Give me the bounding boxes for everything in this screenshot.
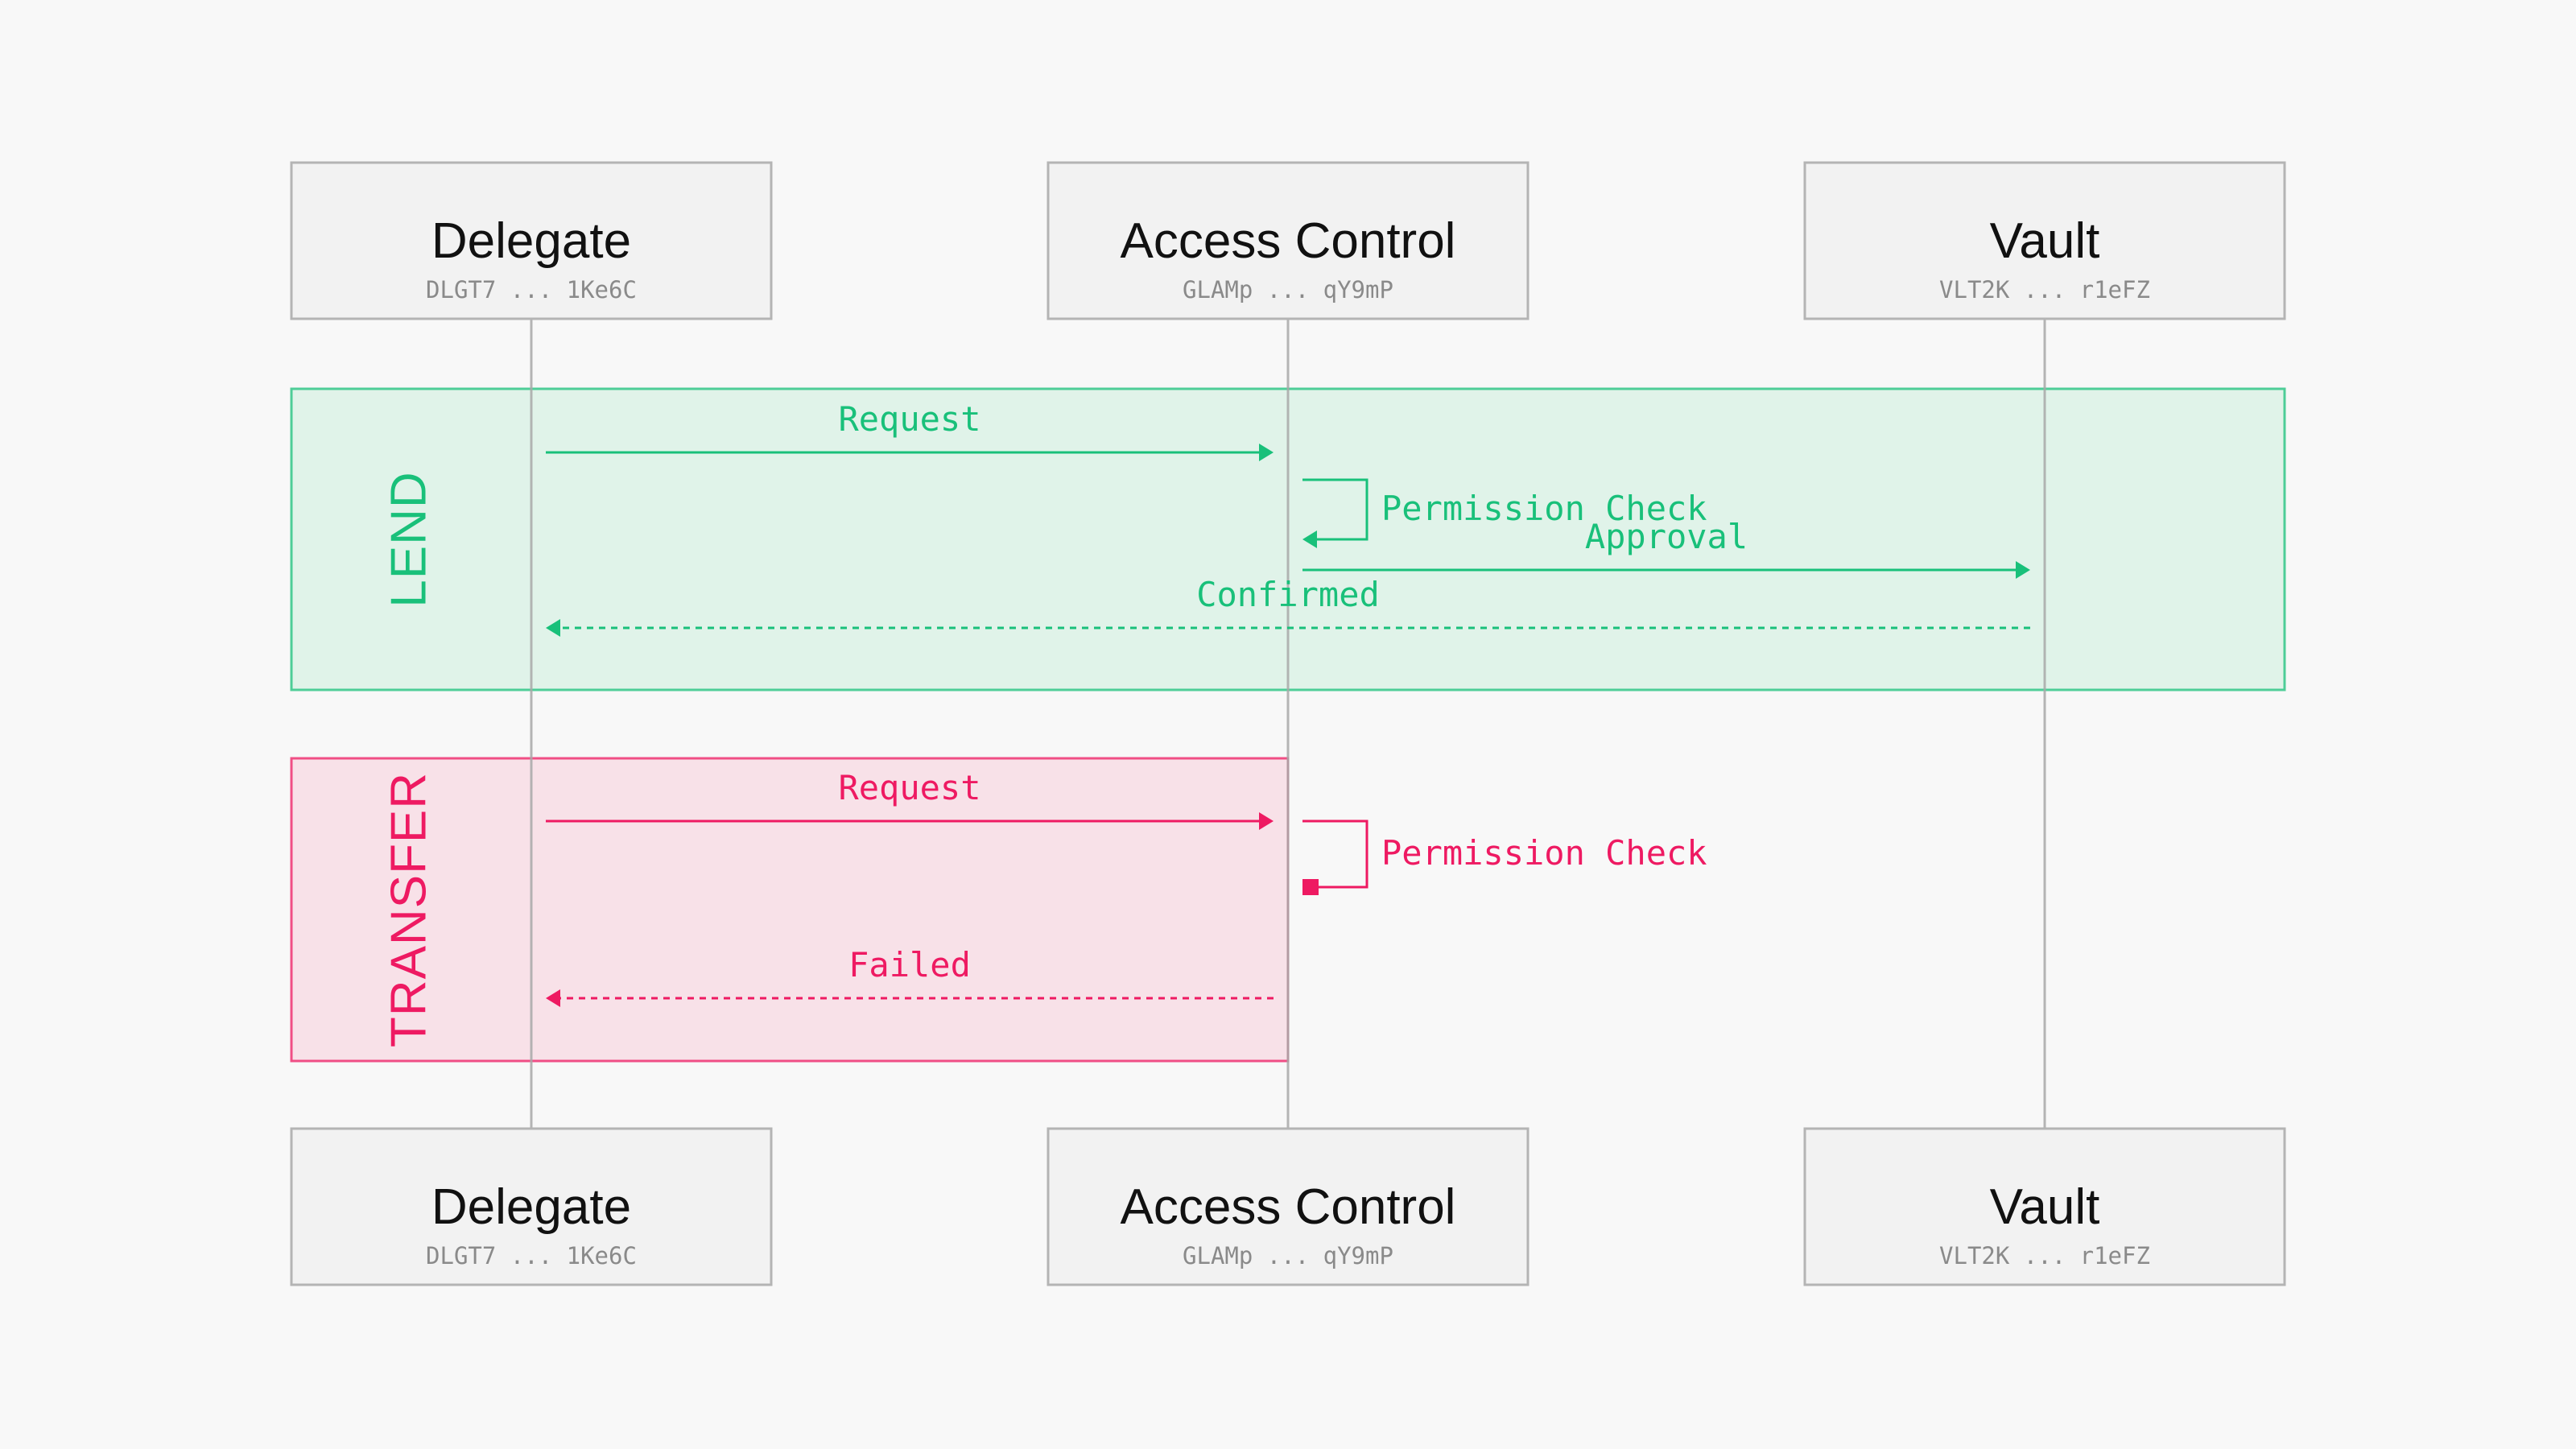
message-label: Failed: [848, 945, 971, 985]
message-label: Permission Check: [1381, 489, 1707, 528]
actor-address: VLT2K ... r1eFZ: [1939, 1242, 2150, 1269]
actor-name: Delegate: [431, 213, 631, 269]
message-lend-request: Request: [546, 399, 1274, 461]
actor-address: VLT2K ... r1eFZ: [1939, 276, 2150, 303]
actor-box: [1046, 161, 1530, 320]
message-label: Confirmed: [1196, 575, 1380, 614]
message-lend-confirmed: Confirmed: [546, 575, 2030, 637]
actor-address: DLGT7 ... 1Ke6C: [426, 276, 637, 303]
message-transfer-permission-check: Permission Check: [1302, 819, 1707, 895]
group-transfer-frame: [290, 757, 1290, 1063]
message-transfer-request: Request: [546, 768, 1274, 830]
self-loop-line: [1302, 478, 1368, 541]
actor-name: Vault: [1990, 213, 2100, 269]
actor-box: [1803, 161, 2286, 320]
arrow-head-icon: [546, 989, 560, 1007]
actor-box: [290, 161, 773, 320]
arrow-head-icon: [1302, 530, 1317, 548]
actor-address: GLAMp ... qY9mP: [1183, 1242, 1393, 1269]
actor-address: GLAMp ... qY9mP: [1183, 276, 1393, 303]
actor-box: [1046, 1127, 1530, 1286]
arrow-head-icon: [1259, 812, 1274, 830]
group-transfer-label: TRANSFER: [382, 772, 437, 1047]
message-lend-permission-check: Permission Check: [1302, 478, 1707, 548]
message-label: Approval: [1585, 517, 1748, 556]
message-transfer-failed: Failed: [546, 945, 1274, 1007]
arrow-head-icon: [546, 619, 560, 637]
actor-box: [1803, 1127, 2286, 1286]
actor-address: DLGT7 ... 1Ke6C: [426, 1242, 637, 1269]
message-lend-approval: Approval: [1302, 517, 2030, 579]
failure-stop-icon: [1302, 879, 1319, 895]
message-label: Request: [838, 768, 980, 807]
self-loop-line: [1302, 819, 1368, 889]
actor-box: [290, 1127, 773, 1286]
arrow-head-icon: [1259, 444, 1274, 461]
actor-name: Access Control: [1121, 1179, 1456, 1235]
group-lend-label: LEND: [382, 471, 437, 607]
message-label: Permission Check: [1381, 833, 1707, 873]
message-label: Request: [838, 399, 980, 439]
actor-name: Access Control: [1121, 213, 1456, 269]
arrow-head-icon: [2016, 561, 2030, 579]
actor-name: Vault: [1990, 1179, 2100, 1235]
actor-name: Delegate: [431, 1179, 631, 1235]
group-transfer: TRANSFER: [290, 757, 1290, 1063]
